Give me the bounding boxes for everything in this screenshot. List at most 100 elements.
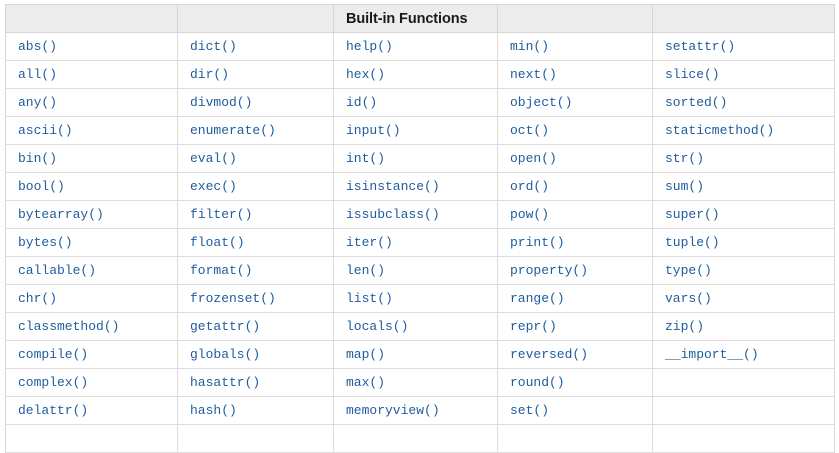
builtin-function-cell[interactable]: round() <box>497 368 653 397</box>
table-header: Built-in Functions <box>5 4 835 33</box>
builtin-function-cell[interactable]: super() <box>652 200 835 229</box>
builtin-function-cell[interactable]: map() <box>333 340 498 369</box>
builtin-function-cell[interactable]: oct() <box>497 116 653 145</box>
builtin-function-cell[interactable]: range() <box>497 284 653 313</box>
builtin-function-cell[interactable]: staticmethod() <box>652 116 835 145</box>
empty-cell <box>652 396 835 425</box>
builtin-function-cell[interactable]: bin() <box>5 144 178 173</box>
builtin-function-cell[interactable]: help() <box>333 32 498 61</box>
table-row: chr()frozenset()list()range()vars() <box>5 284 835 313</box>
builtin-function-cell[interactable]: int() <box>333 144 498 173</box>
table-header-cell-2 <box>177 4 334 33</box>
builtin-function-cell[interactable]: dir() <box>177 60 334 89</box>
builtin-function-cell[interactable]: divmod() <box>177 88 334 117</box>
builtin-function-cell[interactable]: any() <box>5 88 178 117</box>
builtin-function-cell[interactable]: locals() <box>333 312 498 341</box>
builtin-function-cell[interactable]: hasattr() <box>177 368 334 397</box>
table-row: compile()globals()map()reversed()__impor… <box>5 340 835 369</box>
builtin-function-cell[interactable]: delattr() <box>5 396 178 425</box>
table-row: abs()dict()help()min()setattr() <box>5 32 835 61</box>
builtin-function-cell[interactable]: ascii() <box>5 116 178 145</box>
builtin-function-cell[interactable]: len() <box>333 256 498 285</box>
builtin-function-cell[interactable]: hex() <box>333 60 498 89</box>
builtin-function-cell[interactable]: max() <box>333 368 498 397</box>
builtin-function-cell[interactable]: eval() <box>177 144 334 173</box>
builtin-function-cell[interactable]: classmethod() <box>5 312 178 341</box>
builtin-function-cell[interactable]: exec() <box>177 172 334 201</box>
builtin-function-cell[interactable]: filter() <box>177 200 334 229</box>
builtin-function-cell[interactable]: sum() <box>652 172 835 201</box>
table-row: classmethod()getattr()locals()repr()zip(… <box>5 312 835 341</box>
builtin-function-cell[interactable]: issubclass() <box>333 200 498 229</box>
table-header-title: Built-in Functions <box>333 4 498 33</box>
builtin-function-cell[interactable]: __import__() <box>652 340 835 369</box>
builtins-table-container: Built-in Functions abs()dict()help()min(… <box>5 4 835 453</box>
builtin-function-cell[interactable]: slice() <box>652 60 835 89</box>
table-header-cell-1 <box>5 4 178 33</box>
builtin-function-cell[interactable]: chr() <box>5 284 178 313</box>
empty-cell <box>652 368 835 397</box>
table-row: bool()exec()isinstance()ord()sum() <box>5 172 835 201</box>
builtin-function-cell[interactable]: iter() <box>333 228 498 257</box>
builtin-function-cell[interactable]: list() <box>333 284 498 313</box>
builtin-function-cell[interactable]: all() <box>5 60 178 89</box>
builtin-function-cell[interactable]: property() <box>497 256 653 285</box>
table-row: ascii()enumerate()input()oct()staticmeth… <box>5 116 835 145</box>
builtin-function-cell[interactable]: dict() <box>177 32 334 61</box>
builtin-function-cell[interactable]: setattr() <box>652 32 835 61</box>
builtin-function-cell[interactable]: open() <box>497 144 653 173</box>
empty-cell <box>497 424 653 453</box>
builtin-function-cell[interactable]: isinstance() <box>333 172 498 201</box>
builtin-function-cell[interactable]: compile() <box>5 340 178 369</box>
empty-cell <box>652 424 835 453</box>
table-row: delattr()hash()memoryview()set() <box>5 396 835 425</box>
builtin-function-cell[interactable]: abs() <box>5 32 178 61</box>
builtin-function-cell[interactable]: reversed() <box>497 340 653 369</box>
builtin-function-cell[interactable]: repr() <box>497 312 653 341</box>
builtin-function-cell[interactable]: frozenset() <box>177 284 334 313</box>
table-header-row: Built-in Functions <box>5 4 835 33</box>
python-builtin-functions-table: Built-in Functions abs()dict()help()min(… <box>5 4 835 453</box>
table-body: abs()dict()help()min()setattr()all()dir(… <box>5 32 835 453</box>
table-row: all()dir()hex()next()slice() <box>5 60 835 89</box>
builtin-function-cell[interactable]: next() <box>497 60 653 89</box>
builtin-function-cell[interactable]: bytearray() <box>5 200 178 229</box>
builtin-function-cell[interactable]: callable() <box>5 256 178 285</box>
page-root: Built-in Functions abs()dict()help()min(… <box>5 4 835 453</box>
builtin-function-cell[interactable]: pow() <box>497 200 653 229</box>
table-row: bin()eval()int()open()str() <box>5 144 835 173</box>
builtin-function-cell[interactable]: str() <box>652 144 835 173</box>
builtin-function-cell[interactable]: id() <box>333 88 498 117</box>
builtin-function-cell[interactable]: getattr() <box>177 312 334 341</box>
table-row: any()divmod()id()object()sorted() <box>5 88 835 117</box>
builtin-function-cell[interactable]: float() <box>177 228 334 257</box>
builtin-function-cell[interactable]: sorted() <box>652 88 835 117</box>
builtin-function-cell[interactable]: complex() <box>5 368 178 397</box>
builtin-function-cell[interactable]: format() <box>177 256 334 285</box>
builtin-function-cell[interactable]: bytes() <box>5 228 178 257</box>
builtin-function-cell[interactable]: hash() <box>177 396 334 425</box>
builtin-function-cell[interactable]: tuple() <box>652 228 835 257</box>
empty-cell <box>333 424 498 453</box>
builtin-function-cell[interactable]: memoryview() <box>333 396 498 425</box>
builtin-function-cell[interactable]: vars() <box>652 284 835 313</box>
builtin-function-cell[interactable]: object() <box>497 88 653 117</box>
table-row: callable()format()len()property()type() <box>5 256 835 285</box>
table-row: bytearray()filter()issubclass()pow()supe… <box>5 200 835 229</box>
table-header-cell-4 <box>497 4 653 33</box>
empty-cell <box>177 424 334 453</box>
builtin-function-cell[interactable]: ord() <box>497 172 653 201</box>
builtin-function-cell[interactable]: input() <box>333 116 498 145</box>
table-row <box>5 424 835 453</box>
table-row: complex()hasattr()max()round() <box>5 368 835 397</box>
table-header-cell-5 <box>652 4 835 33</box>
builtin-function-cell[interactable]: type() <box>652 256 835 285</box>
builtin-function-cell[interactable]: enumerate() <box>177 116 334 145</box>
builtin-function-cell[interactable]: bool() <box>5 172 178 201</box>
builtin-function-cell[interactable]: globals() <box>177 340 334 369</box>
builtin-function-cell[interactable]: zip() <box>652 312 835 341</box>
builtin-function-cell[interactable]: print() <box>497 228 653 257</box>
table-row: bytes()float()iter()print()tuple() <box>5 228 835 257</box>
builtin-function-cell[interactable]: min() <box>497 32 653 61</box>
builtin-function-cell[interactable]: set() <box>497 396 653 425</box>
